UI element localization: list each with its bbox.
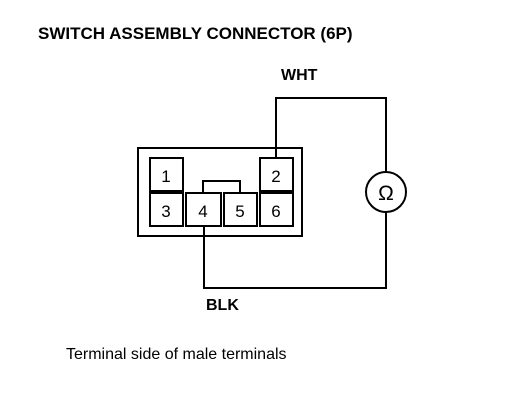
terminal-cell-5 — [223, 192, 258, 227]
terminal-4-label: 4 — [198, 202, 207, 221]
blk-wire-label: BLK — [206, 297, 239, 314]
terminal-6-label: 6 — [271, 202, 280, 221]
connector-lock-tab — [202, 180, 241, 193]
ohmmeter-icon: Ω — [365, 171, 407, 213]
diagram-title: SWITCH ASSEMBLY CONNECTOR (6P) — [38, 24, 353, 43]
terminal-5-label: 5 — [235, 202, 244, 221]
terminal-1-label: 1 — [161, 167, 170, 186]
terminal-3-label: 3 — [161, 202, 170, 221]
connector-housing — [137, 147, 303, 237]
wht-wire-label: WHT — [281, 67, 318, 84]
terminal-2-label: 2 — [271, 167, 280, 186]
terminal-cell-3 — [149, 192, 184, 227]
blk-wire — [203, 212, 387, 289]
terminal-cell-6 — [259, 192, 294, 227]
ohm-symbol: Ω — [378, 182, 394, 205]
diagram-caption: Terminal side of male terminals — [66, 346, 287, 363]
terminal-cell-1 — [149, 157, 184, 192]
wht-wire — [275, 97, 387, 172]
